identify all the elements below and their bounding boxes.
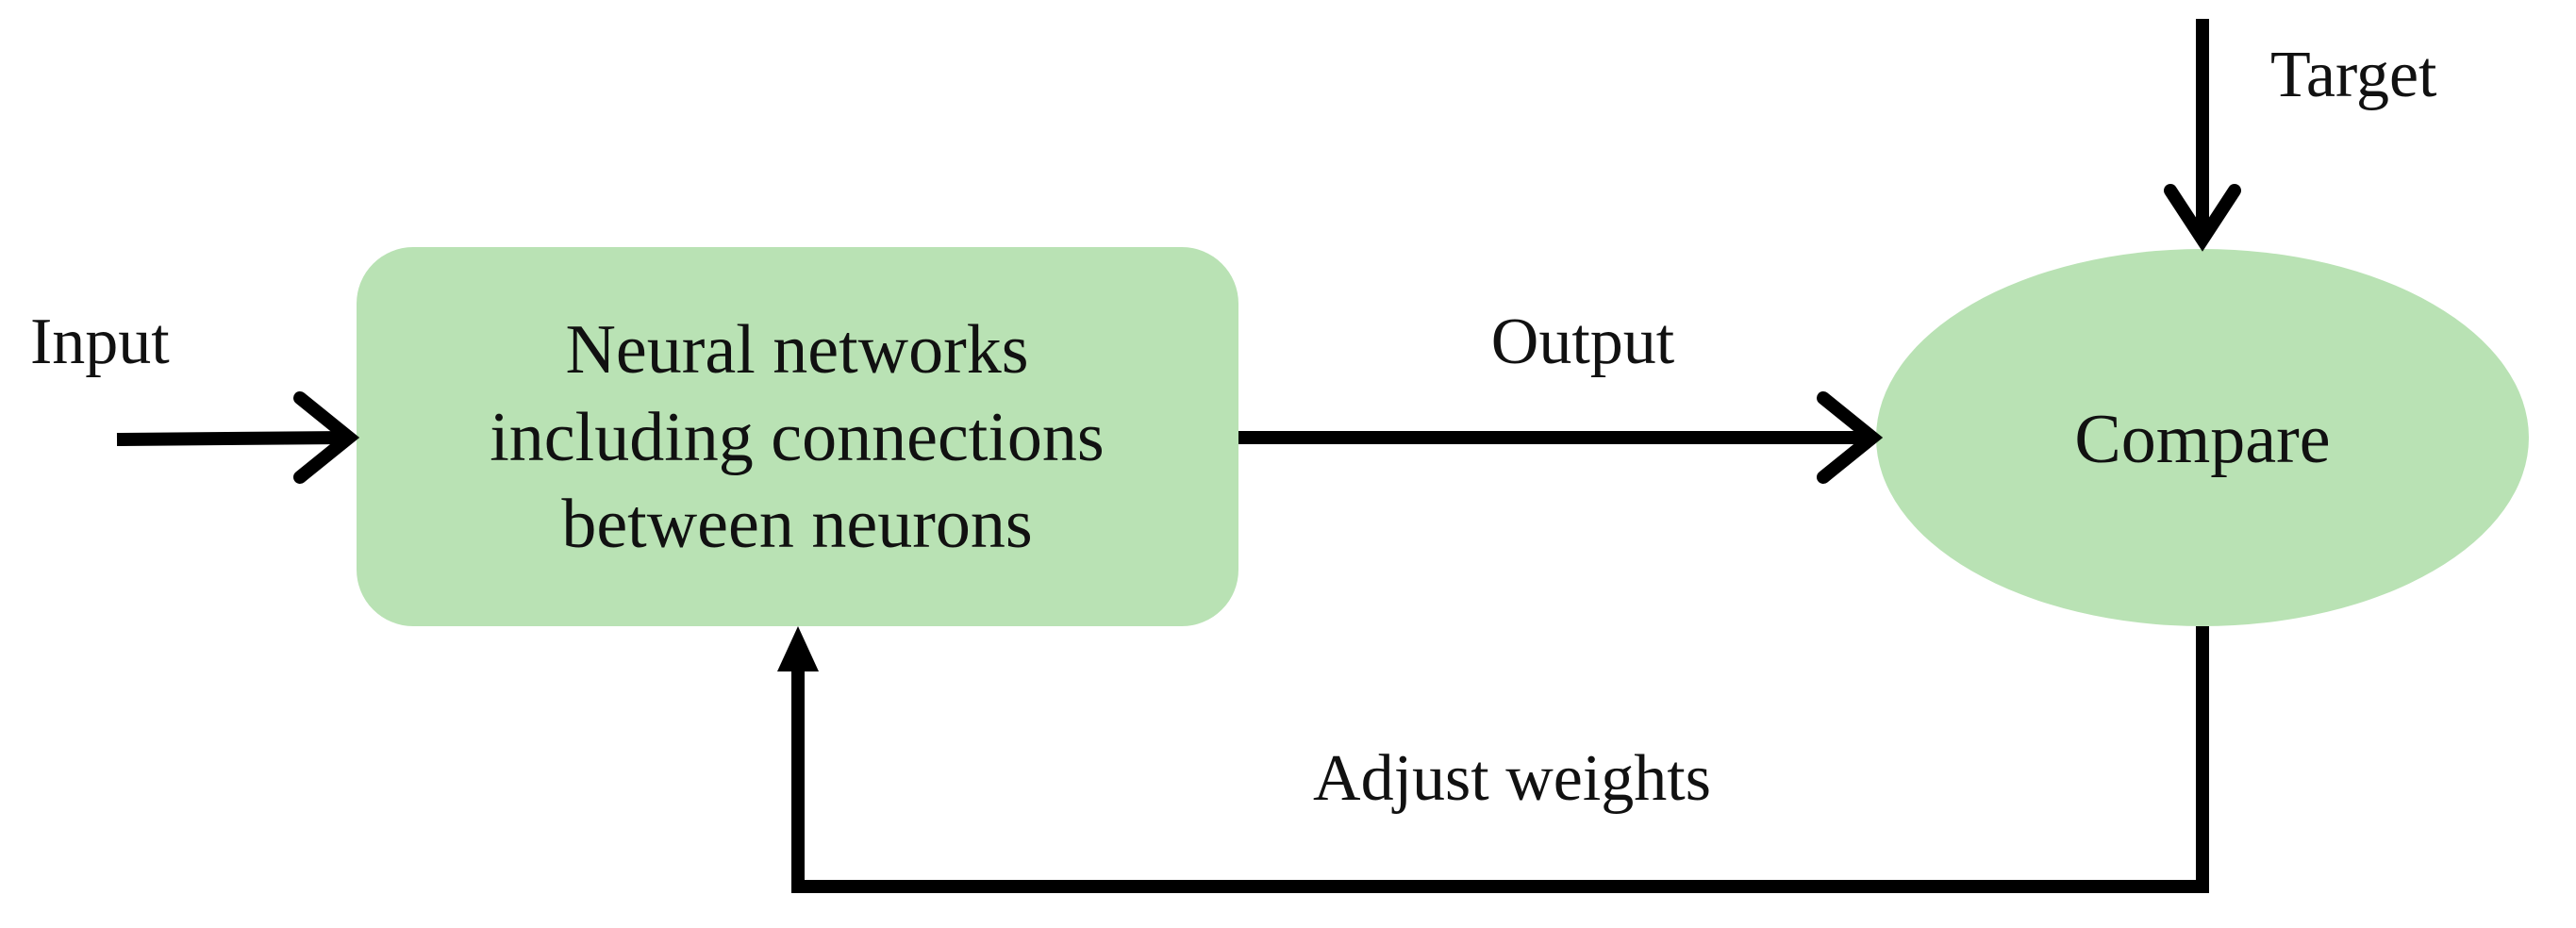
input-arrow-head [293,391,360,484]
network-node-line-3: between neurons [561,486,1032,563]
network-node-line-1: Neural networks [565,311,1028,389]
feedback-edge: Adjust weights [777,626,2209,893]
compare-node-ellipse [1876,249,2529,626]
output-label: Output [1491,306,1675,378]
network-node-line-2: including connections [490,399,1104,476]
target-label: Target [2270,39,2437,111]
feedback-arrow-path [791,626,2209,893]
compare-node-label: Compare [2074,401,2330,478]
output-arrow-head [1817,391,1884,484]
input-label: Input [30,306,170,378]
adjust-weights-label: Adjust weights [1313,742,1711,815]
target-arrow-head [2164,184,2241,252]
network-node-box [357,247,1238,626]
compare-node: Compare [1876,249,2529,626]
input-edge: Input [30,306,360,484]
network-node: Neural networks including connections be… [357,247,1238,626]
output-edge: Output [1238,306,1884,484]
input-arrow-shaft [116,431,348,446]
feedback-arrow-head [777,626,819,671]
target-edge: Target [2164,19,2437,252]
